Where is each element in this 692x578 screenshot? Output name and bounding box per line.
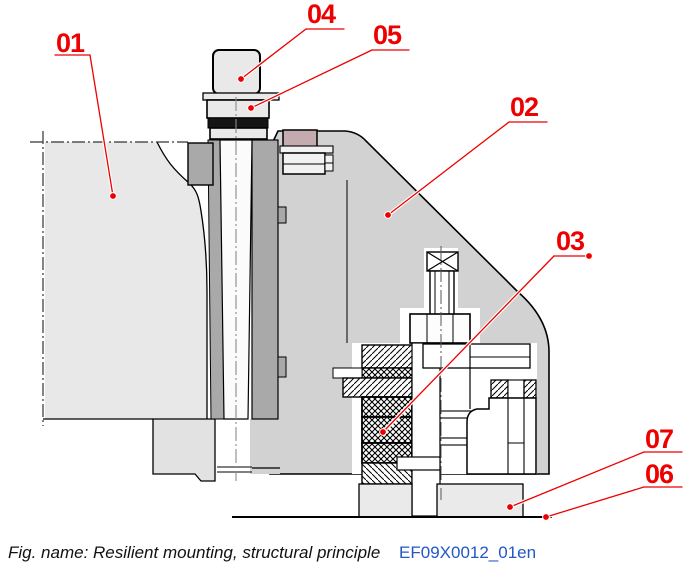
leader-05 xyxy=(250,49,373,109)
dot-02 xyxy=(384,211,392,219)
callout-label-05: 05 xyxy=(373,20,402,50)
leader-07 xyxy=(509,451,645,508)
machine-body xyxy=(30,131,216,482)
base-plate-right xyxy=(436,483,524,518)
center-column xyxy=(411,342,441,517)
stud-head-assembly xyxy=(202,49,280,140)
leader-01 xyxy=(89,54,114,197)
document-code: EF09X0012_01en xyxy=(399,543,537,562)
housing-pedestal xyxy=(466,397,537,475)
callout-label-03: 03 xyxy=(556,226,585,256)
snubber-head-left xyxy=(490,379,509,399)
figure-caption: Fig. name: Resilient mounting, structura… xyxy=(8,543,536,563)
callout-label-04: 04 xyxy=(307,0,336,29)
dot-04 xyxy=(237,75,245,83)
dot-05 xyxy=(247,104,255,112)
bolt-washer xyxy=(279,145,334,154)
bracket-cap xyxy=(282,129,318,149)
dot-07 xyxy=(506,503,514,511)
stud-bottom-washer xyxy=(396,456,441,471)
snubber-head-right xyxy=(523,379,537,399)
dot-03-end xyxy=(585,252,593,260)
clamp-block-left xyxy=(187,142,214,186)
callout-label-01: 01 xyxy=(56,28,85,58)
caption-text: Fig. name: Resilient mounting, structura… xyxy=(8,543,381,562)
housing-top-plate xyxy=(422,343,531,369)
callouts: 01 04 05 02 03 07 06 xyxy=(54,0,683,521)
dot-06 xyxy=(542,513,550,521)
flange-tab-lower xyxy=(277,356,287,378)
rubber-block-1 xyxy=(361,396,413,418)
leader-04 xyxy=(240,28,307,80)
leader-06 xyxy=(545,486,645,518)
dot-03 xyxy=(379,428,387,436)
callout-label-02: 02 xyxy=(510,92,538,122)
callout-label-06: 06 xyxy=(645,459,674,489)
jack-stud-shaft xyxy=(429,270,455,316)
lower-band xyxy=(209,127,268,140)
flange-plate-right xyxy=(251,139,279,420)
bracket-bolt xyxy=(279,129,334,175)
callout-label-07: 07 xyxy=(645,424,673,454)
steel-plate-mid xyxy=(342,377,413,398)
flange-tab-upper xyxy=(277,206,287,224)
leader-02 xyxy=(387,121,510,216)
dot-01 xyxy=(109,192,117,200)
base-plate-left xyxy=(358,483,413,518)
body-foot xyxy=(152,418,216,482)
seal-band xyxy=(207,117,269,129)
leader-03 xyxy=(382,255,555,433)
hex-nut xyxy=(409,313,471,344)
